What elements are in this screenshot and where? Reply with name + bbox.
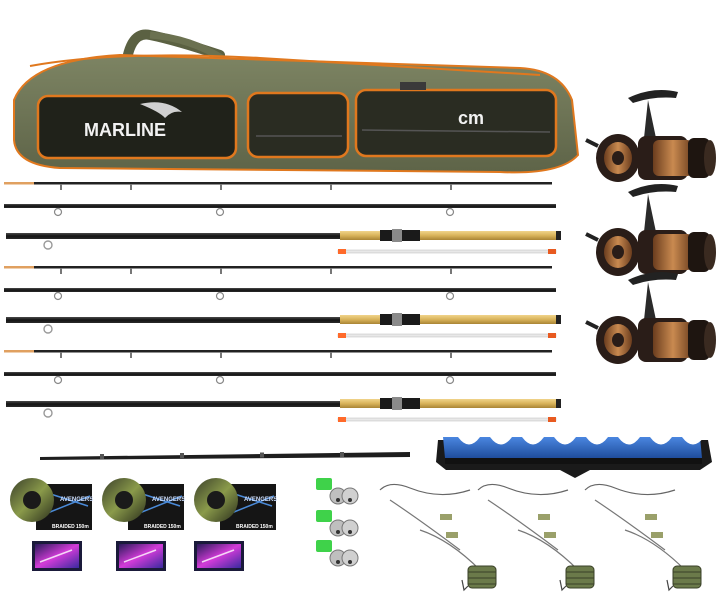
feeder-rig-icon bbox=[379, 483, 497, 592]
spool-type-label: BRAIDED bbox=[144, 524, 167, 530]
bite-bell-icon bbox=[316, 510, 359, 537]
feeder-rig-icon bbox=[584, 483, 702, 592]
spool-brand-label: AVENGERS bbox=[244, 497, 277, 503]
rod-rest-icon bbox=[436, 437, 712, 478]
feeder-rigs-group bbox=[379, 483, 702, 592]
feeder-rig-icon bbox=[477, 483, 595, 592]
marline-logo-icon bbox=[140, 102, 182, 118]
bag-tag-label: cm bbox=[458, 108, 484, 128]
spool-length-label: 150m bbox=[260, 524, 273, 530]
bite-bell-icon bbox=[316, 540, 359, 567]
spool-brand-label: AVENGERS bbox=[152, 497, 185, 503]
spinning-reel-icon bbox=[585, 90, 716, 182]
fishing-rod-icon bbox=[4, 350, 561, 422]
spinning-reel-icon bbox=[585, 184, 716, 276]
light-stick-icon bbox=[116, 541, 166, 571]
telescopic-rod-icon bbox=[40, 452, 410, 460]
reels-group bbox=[585, 90, 716, 364]
light-sticks-group bbox=[32, 541, 244, 571]
light-stick-icon bbox=[194, 541, 244, 571]
bag-brand-label: MARLINE bbox=[84, 120, 166, 140]
bite-bell-icon bbox=[316, 478, 359, 505]
spool-length-label: 150m bbox=[168, 524, 181, 530]
spool-type-label: BRAIDED bbox=[236, 524, 259, 530]
light-stick-icon bbox=[32, 541, 82, 571]
rod-bag-icon: MARLINE cm bbox=[13, 29, 580, 174]
bite-bells-group bbox=[316, 478, 359, 567]
spool-brand-label: AVENGERS bbox=[60, 497, 93, 503]
spinning-reel-icon bbox=[585, 272, 716, 364]
spool-type-label: BRAIDED bbox=[52, 524, 75, 530]
spool-length-label: 150m bbox=[76, 524, 89, 530]
rods-group bbox=[4, 182, 561, 422]
fishing-rod-icon bbox=[4, 266, 561, 338]
fishing-rod-icon bbox=[4, 182, 561, 254]
